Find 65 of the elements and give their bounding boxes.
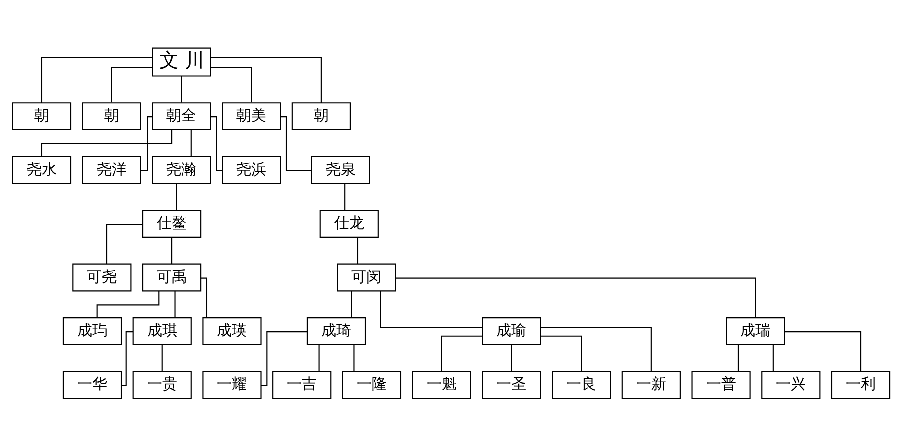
node-box: 尧瀚: [152, 156, 212, 184]
connector: [354, 344, 355, 372]
connector: [181, 76, 182, 102]
node-box: 一新: [622, 370, 681, 399]
node-box: 尧泉: [311, 156, 370, 184]
connector: [772, 344, 774, 372]
connector: [190, 130, 192, 156]
node-box: 可闵: [337, 263, 396, 292]
connector: [210, 116, 222, 171]
connector: [357, 237, 359, 264]
connector: [441, 335, 482, 371]
connector: [106, 224, 143, 264]
node-box: 一耀: [202, 370, 262, 399]
connector: [201, 277, 208, 318]
node-box: 文 川: [152, 47, 212, 76]
node-box: 一良: [552, 370, 612, 399]
node-box: 一吉: [272, 370, 332, 399]
connector: [396, 277, 756, 318]
connector: [738, 344, 740, 372]
node-box: 一隆: [342, 370, 402, 399]
connector: [784, 331, 862, 372]
node-box: 一普: [692, 370, 751, 399]
connector: [280, 116, 312, 171]
node-box: 一魁: [412, 370, 472, 399]
connector: [111, 66, 152, 102]
node-box: 朝全: [152, 102, 212, 130]
connector: [162, 344, 163, 372]
node-box: 朝: [12, 102, 72, 130]
node-box: 成玙: [62, 317, 122, 345]
node-box: 尧洋: [82, 156, 142, 184]
node-box: 尧浜: [222, 156, 282, 184]
connector: [174, 290, 176, 318]
connector: [380, 290, 483, 328]
connector: [41, 56, 152, 102]
node-box: 一圣: [482, 370, 542, 399]
connector: [140, 116, 153, 171]
connector: [511, 344, 512, 372]
node-box: 朝美: [222, 102, 282, 130]
node-box: 一利: [831, 370, 891, 399]
node-box: 一华: [62, 370, 122, 399]
connector: [261, 331, 308, 386]
node-box: 一贵: [132, 370, 192, 399]
connector: [540, 326, 652, 372]
connector: [540, 335, 582, 371]
node-box: 成瑞: [726, 317, 786, 345]
connector: [122, 331, 134, 386]
node-box: 朝: [292, 102, 351, 130]
connector: [176, 183, 178, 210]
node-box: 成琪: [132, 317, 192, 345]
node-box: 可禹: [142, 263, 202, 292]
node-box: 成琦: [306, 317, 366, 345]
connector: [351, 290, 352, 318]
connector: [211, 56, 322, 102]
node-box: 尧水: [12, 156, 72, 184]
node-box: 成瑜: [482, 317, 542, 345]
node-box: 仕鳌: [142, 210, 202, 238]
connector: [318, 344, 320, 372]
node-box: 一兴: [762, 370, 821, 399]
connector: [172, 237, 173, 264]
connector: [344, 183, 346, 210]
node-box: 仕龙: [320, 210, 379, 238]
node-box: 朝: [82, 102, 142, 130]
node-box: 可尧: [72, 263, 132, 292]
connector: [210, 66, 252, 102]
node-box: 成瑛: [202, 317, 262, 345]
